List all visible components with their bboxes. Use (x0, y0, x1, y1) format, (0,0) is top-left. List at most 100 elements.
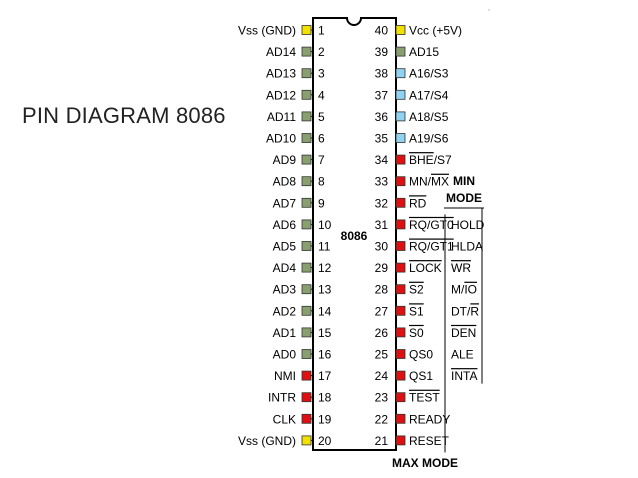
pin-label: AD3 (273, 283, 297, 297)
pin-number: 6 (318, 132, 325, 146)
pin-label: LOCK (409, 261, 442, 275)
pin-square (301, 46, 312, 57)
min-mode-label-pin-26: DEN (451, 326, 476, 340)
min-mode-heading-line1: MIN (453, 174, 475, 188)
pin-label: TEST (409, 391, 440, 405)
pin-square (395, 111, 406, 122)
pin-square (395, 349, 406, 359)
pin-label: A17/S4 (409, 88, 449, 102)
pin-label: RQ/GT1 (409, 240, 454, 254)
pin-number: 33 (375, 175, 389, 189)
pin-number: 22 (375, 412, 389, 426)
pin-square (395, 305, 406, 316)
pin-number: 40 (375, 24, 389, 38)
pin-number: 11 (318, 240, 331, 254)
pin-square (301, 435, 312, 446)
pin-1: 1 Vss (GND) (238, 24, 325, 38)
pin-square (395, 154, 406, 165)
pin-square (395, 284, 406, 295)
pin-22: 22 READY (375, 412, 451, 426)
pin-square (301, 392, 312, 403)
pin-number: 17 (318, 369, 332, 383)
pin-square (395, 133, 406, 143)
pin-number: 26 (375, 326, 389, 340)
pin-number: 39 (375, 45, 389, 59)
pin-number: 13 (318, 283, 332, 297)
pin-number: 21 (375, 434, 389, 448)
pin-label: S0 (409, 326, 424, 340)
pin-label: AD1 (273, 326, 297, 340)
pin-number: 36 (375, 110, 389, 124)
min-mode-label-pin-28: M/IO (451, 283, 477, 297)
pin-label: Vss (GND) (238, 24, 296, 38)
pin-label: RD (409, 196, 427, 210)
pin-number: 8 (318, 175, 325, 189)
min-mode-label-pin-24: INTA (451, 369, 477, 383)
pin-square (395, 327, 406, 338)
pin-square (301, 241, 312, 251)
pin-square (301, 68, 312, 79)
pin-32: 32 RD (375, 196, 427, 210)
min-mode-label-pin-25: ALE (451, 348, 474, 362)
pin-label: AD13 (266, 67, 296, 81)
pin-label: READY (409, 412, 450, 426)
pin-square (395, 370, 406, 381)
pin-square (395, 241, 406, 251)
pin-number: 30 (375, 240, 389, 254)
chip-name: 8086 (341, 229, 368, 243)
pin-square (301, 25, 312, 35)
pin-square (395, 262, 406, 273)
pin-23: 23 TEST (375, 391, 441, 405)
pin-number: 4 (318, 88, 325, 102)
pin-number: 18 (318, 391, 332, 405)
pin-square (395, 413, 406, 424)
pin-square (301, 349, 312, 359)
pin-label: MN/MX (409, 175, 449, 189)
pin-11: 11 AD5 (273, 240, 331, 254)
pin-label: S1 (409, 304, 424, 318)
pin-number: 1 (318, 24, 325, 38)
pin-square (395, 89, 406, 100)
pin-label: AD5 (273, 240, 297, 254)
pin-label: QS0 (409, 348, 433, 362)
pin-number: 19 (318, 412, 332, 426)
pin-number: 9 (318, 196, 325, 210)
pin-number: 5 (318, 110, 325, 124)
pin-label: AD2 (273, 304, 297, 318)
pin-13: 13 AD3 (273, 283, 332, 297)
pin-number: 24 (375, 369, 389, 383)
min-mode-label-pin-29: WR (451, 261, 471, 275)
pin-label: BHE/S7 (409, 153, 452, 167)
pin-square (301, 154, 312, 165)
pin-label: A16/S3 (409, 67, 449, 81)
pin-number: 32 (375, 196, 389, 210)
pin-square (301, 176, 312, 187)
slide-title: PIN DIAGRAM 8086 (22, 103, 226, 128)
pin-label: AD10 (266, 132, 296, 146)
pin-label: RQ/GT0 (409, 218, 454, 232)
pin-number: 16 (318, 348, 332, 362)
pin-number: 23 (375, 391, 389, 405)
max-mode-label: MAX MODE (392, 456, 458, 470)
pin-30: 30 RQ/GT1 (375, 240, 454, 254)
